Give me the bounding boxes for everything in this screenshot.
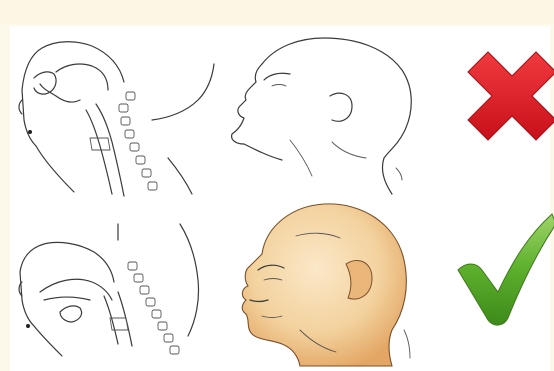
green-check-icon — [458, 214, 554, 325]
head-illustration-correct — [242, 204, 410, 366]
head-sketch-incorrect — [232, 38, 412, 194]
airway-diagram-correct — [19, 224, 199, 356]
airway-diagram-incorrect — [19, 42, 214, 196]
row-correct — [19, 204, 554, 366]
red-cross-icon — [468, 52, 554, 140]
row-incorrect — [19, 38, 554, 196]
